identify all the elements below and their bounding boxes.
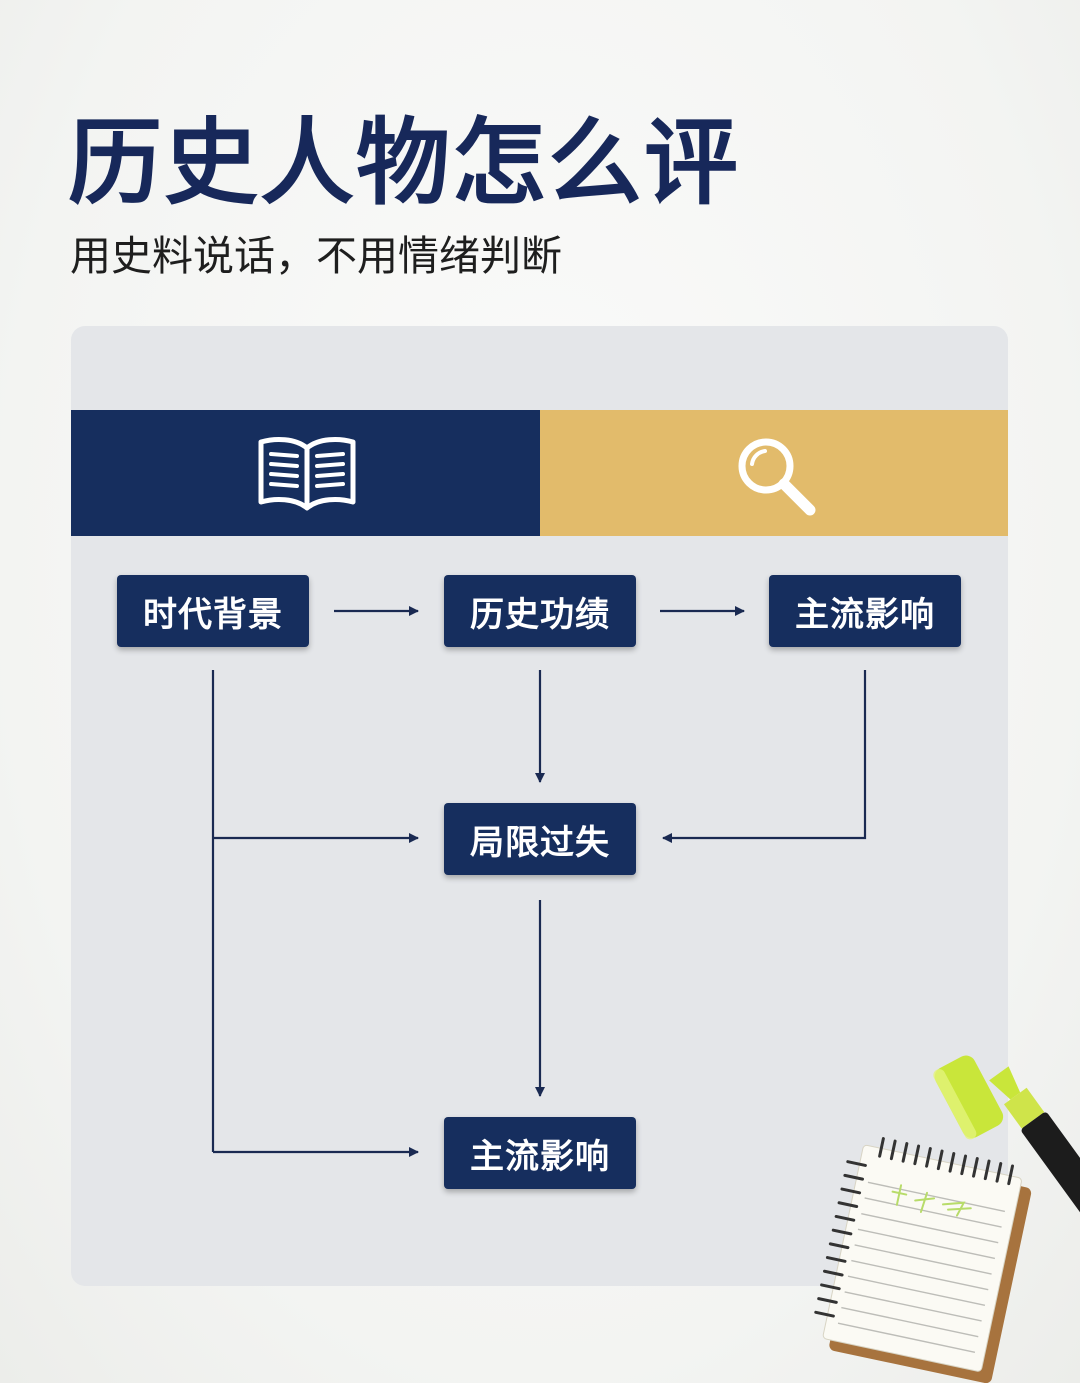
node-achievements: 历史功绩 bbox=[444, 575, 636, 647]
highlighter-pen-icon bbox=[989, 1066, 1080, 1218]
magnifier-icon bbox=[738, 438, 816, 516]
header-band-right bbox=[540, 410, 1008, 536]
node-limitations: 局限过失 bbox=[444, 803, 636, 875]
page-title: 历史人物怎么评 bbox=[68, 109, 741, 218]
page-subtitle: 用史料说话，不用情绪判断 bbox=[70, 232, 562, 280]
node-era-background: 时代背景 bbox=[117, 575, 309, 647]
header-band-left bbox=[71, 410, 540, 536]
open-book-icon bbox=[258, 437, 356, 511]
notebook-icon bbox=[814, 1137, 1032, 1383]
node-influence-top: 主流影响 bbox=[769, 575, 961, 647]
arrow-influence-to-limitations bbox=[662, 670, 867, 843]
highlighter-cap-icon bbox=[933, 1055, 1004, 1140]
node-influence-bottom: 主流影响 bbox=[444, 1117, 636, 1189]
